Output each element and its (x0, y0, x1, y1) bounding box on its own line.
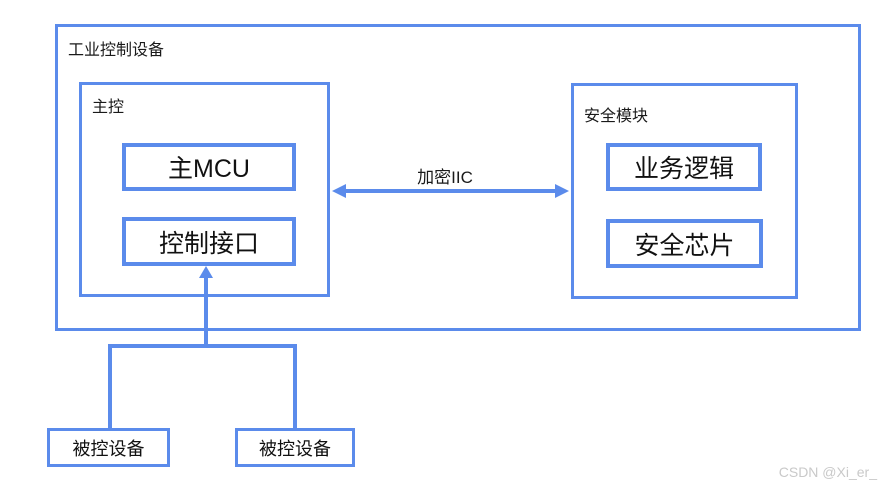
branch-left-vertical-line (108, 344, 112, 430)
branch-horizontal-line (108, 344, 297, 348)
encrypted-iic-link-line (344, 189, 557, 193)
arrowhead-left-icon (332, 184, 346, 198)
watermark-text: CSDN @Xi_er_ (778, 464, 877, 480)
security-module-label: 安全模块 (584, 108, 649, 125)
industrial-control-equipment-label: 工业控制设备 (68, 42, 165, 59)
encrypted-iic-label: 加密IIC (417, 168, 473, 187)
security-chip-node: 安全芯片 (606, 219, 763, 268)
controlled-device-node-2: 被控设备 (235, 428, 355, 467)
arrowhead-right-icon (555, 184, 569, 198)
industrial-control-equipment-box (55, 24, 861, 331)
arrowhead-up-icon (199, 266, 213, 278)
branch-right-vertical-line (293, 344, 297, 430)
security-module-box (571, 83, 798, 299)
control-interface-node: 控制接口 (122, 217, 296, 266)
main-control-label: 主控 (92, 99, 125, 116)
device-to-interface-line (204, 277, 208, 346)
controlled-device-node-1: 被控设备 (47, 428, 170, 467)
main-mcu-node: 主MCU (122, 143, 296, 191)
business-logic-node: 业务逻辑 (606, 143, 762, 191)
